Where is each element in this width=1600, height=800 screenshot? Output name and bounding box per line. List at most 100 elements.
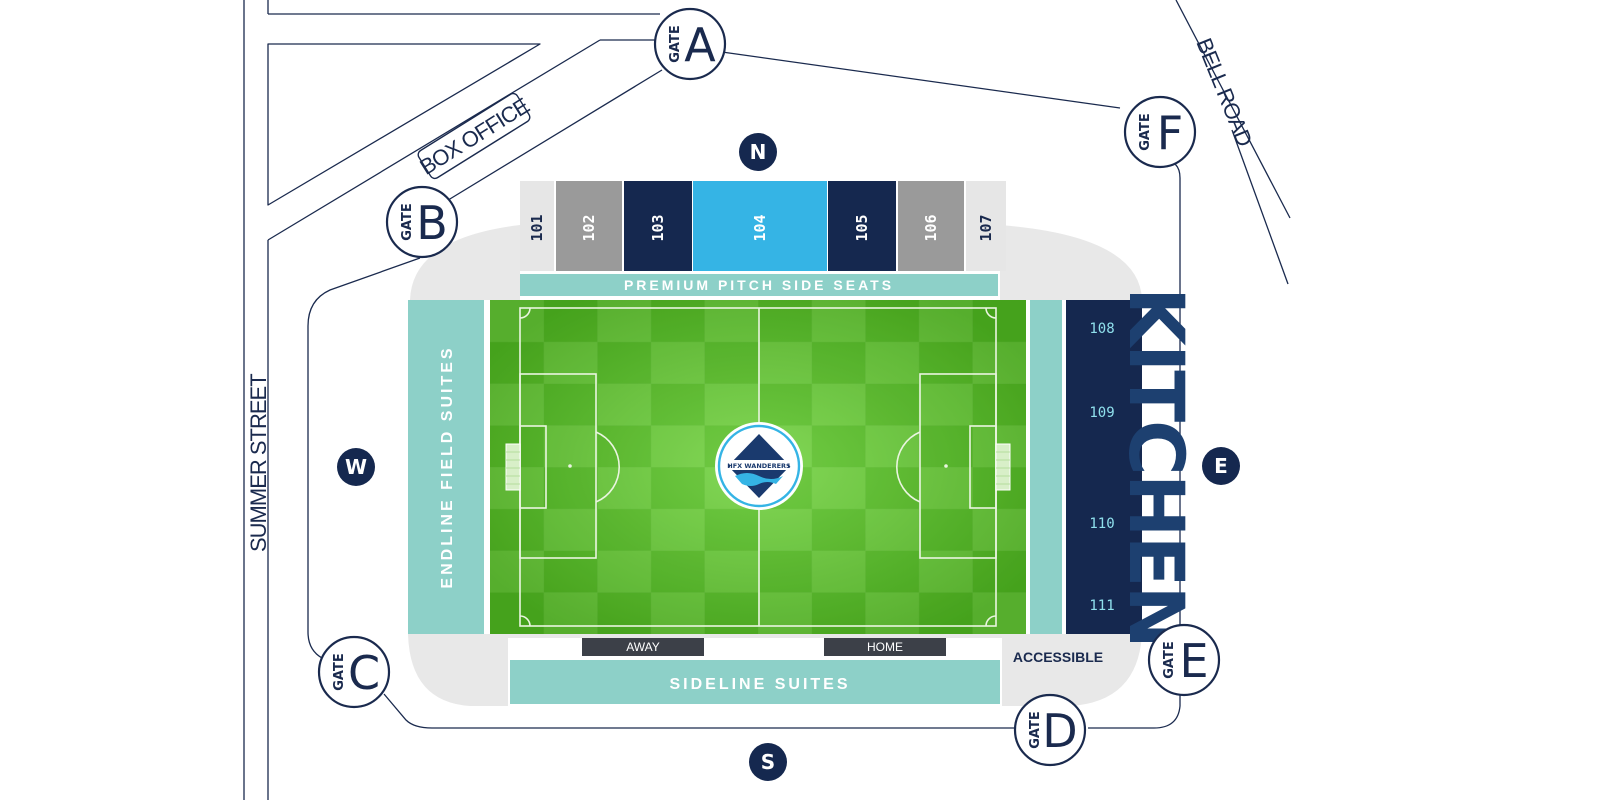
gate-e-word: GATE (1162, 641, 1177, 678)
compass-markers: N S E W (337, 133, 1240, 781)
gate-f[interactable]: GATE F (1123, 95, 1197, 169)
compass-n-letter: N (750, 140, 767, 164)
compass-s-letter: S (761, 750, 775, 774)
gate-b-letter: B (416, 196, 448, 250)
gate-c-badge (317, 635, 391, 709)
section-103-block (624, 181, 692, 271)
section-107-label: 107 (977, 214, 995, 241)
pitch-checker-pattern (490, 300, 1026, 634)
compass-s-circle (749, 743, 787, 781)
compass-w-letter: W (345, 455, 367, 479)
pitch (490, 300, 1026, 634)
section-106-block (898, 181, 964, 271)
compass-w: W (337, 448, 375, 486)
compass-n: N (739, 133, 777, 171)
section-103-label: 103 (649, 214, 667, 241)
section-107[interactable]: 107 (966, 181, 1006, 271)
compass-w-circle (337, 448, 375, 486)
compass-e-letter: E (1214, 454, 1228, 478)
gate-f-letter: F (1157, 106, 1183, 160)
gate-a-word: GATE (668, 25, 683, 62)
gate-d-letter: D (1042, 704, 1077, 758)
box-office-label: BOX OFFICE (415, 93, 533, 180)
section-104-label: 104 (751, 214, 769, 241)
gate-c-letter: C (348, 646, 380, 700)
kitchen-area[interactable]: KITCHEN 108 109 110 111 (1066, 287, 1201, 647)
gate-c-word: GATE (332, 653, 347, 690)
gate-a-badge (653, 7, 727, 81)
endline-field-suites[interactable]: ENDLINE FIELD SUITES (408, 300, 484, 634)
box-office[interactable]: BOX OFFICE (413, 90, 535, 183)
section-105-label: 105 (853, 214, 871, 241)
section-105-block (828, 181, 896, 271)
section-101-block (520, 181, 554, 271)
compass-e-circle (1202, 447, 1240, 485)
gate-d-badge (1013, 693, 1087, 767)
kitchen-label: KITCHEN (1112, 287, 1201, 647)
premium-band-label: PREMIUM PITCH SIDE SEATS (624, 277, 894, 293)
section-102-block (556, 181, 622, 271)
section-105[interactable]: 105 (828, 181, 896, 271)
section-108-label[interactable]: 108 (1089, 321, 1114, 337)
section-107-block (966, 181, 1006, 271)
section-103[interactable]: 103 (624, 181, 692, 271)
premium-pitch-side-seats[interactable]: PREMIUM PITCH SIDE SEATS (520, 274, 998, 296)
section-110-label[interactable]: 110 (1089, 516, 1114, 532)
section-104-block (693, 181, 827, 271)
west-goal (505, 443, 521, 491)
gate-e-letter: E (1179, 634, 1208, 688)
section-101-label: 101 (528, 214, 546, 241)
endline-band-label: ENDLINE FIELD SUITES (439, 345, 456, 588)
north-seating-sections: 101 102 103 104 105 106 107 (520, 181, 1006, 271)
box-office-tag (417, 92, 531, 180)
home-bench-box (824, 638, 946, 656)
east-goal (995, 443, 1011, 491)
sideline-suites[interactable]: SIDELINE SUITES (510, 660, 1000, 704)
home-bench-label: HOME (867, 640, 903, 654)
kitchen-sections: 108 109 110 111 (1089, 321, 1114, 614)
away-bench-box (582, 638, 704, 656)
gate-b-badge (385, 185, 459, 259)
compass-n-circle (739, 133, 777, 171)
club-logo-border (717, 424, 801, 508)
club-logo[interactable]: HFX WANDERERS (715, 422, 803, 510)
section-101[interactable]: 101 (520, 181, 554, 271)
gate-d-word: GATE (1028, 711, 1043, 748)
stadium-bowl (408, 225, 1142, 706)
gate-a-letter: A (684, 18, 716, 72)
section-111-label[interactable]: 111 (1089, 598, 1114, 614)
sideline-band-label: SIDELINE SUITES (669, 676, 850, 693)
compass-s: S (749, 743, 787, 781)
endline-band (408, 300, 484, 634)
accessible-label[interactable]: ACCESSIBLE (1013, 649, 1103, 665)
section-102[interactable]: 102 (556, 181, 622, 271)
section-106[interactable]: 106 (898, 181, 964, 271)
gate-b-word: GATE (400, 203, 415, 240)
gate-f-word: GATE (1138, 113, 1153, 150)
section-109-label[interactable]: 109 (1089, 405, 1114, 421)
away-bench-label: AWAY (626, 640, 660, 654)
section-102-label: 102 (580, 214, 598, 241)
club-logo-wave (735, 473, 783, 486)
sideline-band (510, 660, 1000, 704)
kitchen-block (1066, 300, 1142, 634)
section-106-label: 106 (922, 214, 940, 241)
east-teal-strip (1030, 300, 1062, 634)
premium-band (520, 274, 998, 296)
gate-e-badge (1147, 623, 1221, 697)
away-bench[interactable]: AWAY (582, 638, 704, 656)
summer-street-label: SUMMER STREET (246, 374, 271, 552)
compass-e: E (1202, 447, 1240, 485)
section-104[interactable]: 104 (693, 181, 827, 271)
gate-f-badge (1123, 95, 1197, 169)
club-logo-text: HFX WANDERERS (727, 462, 791, 470)
club-logo-banner (730, 460, 788, 470)
home-bench[interactable]: HOME (824, 638, 946, 656)
